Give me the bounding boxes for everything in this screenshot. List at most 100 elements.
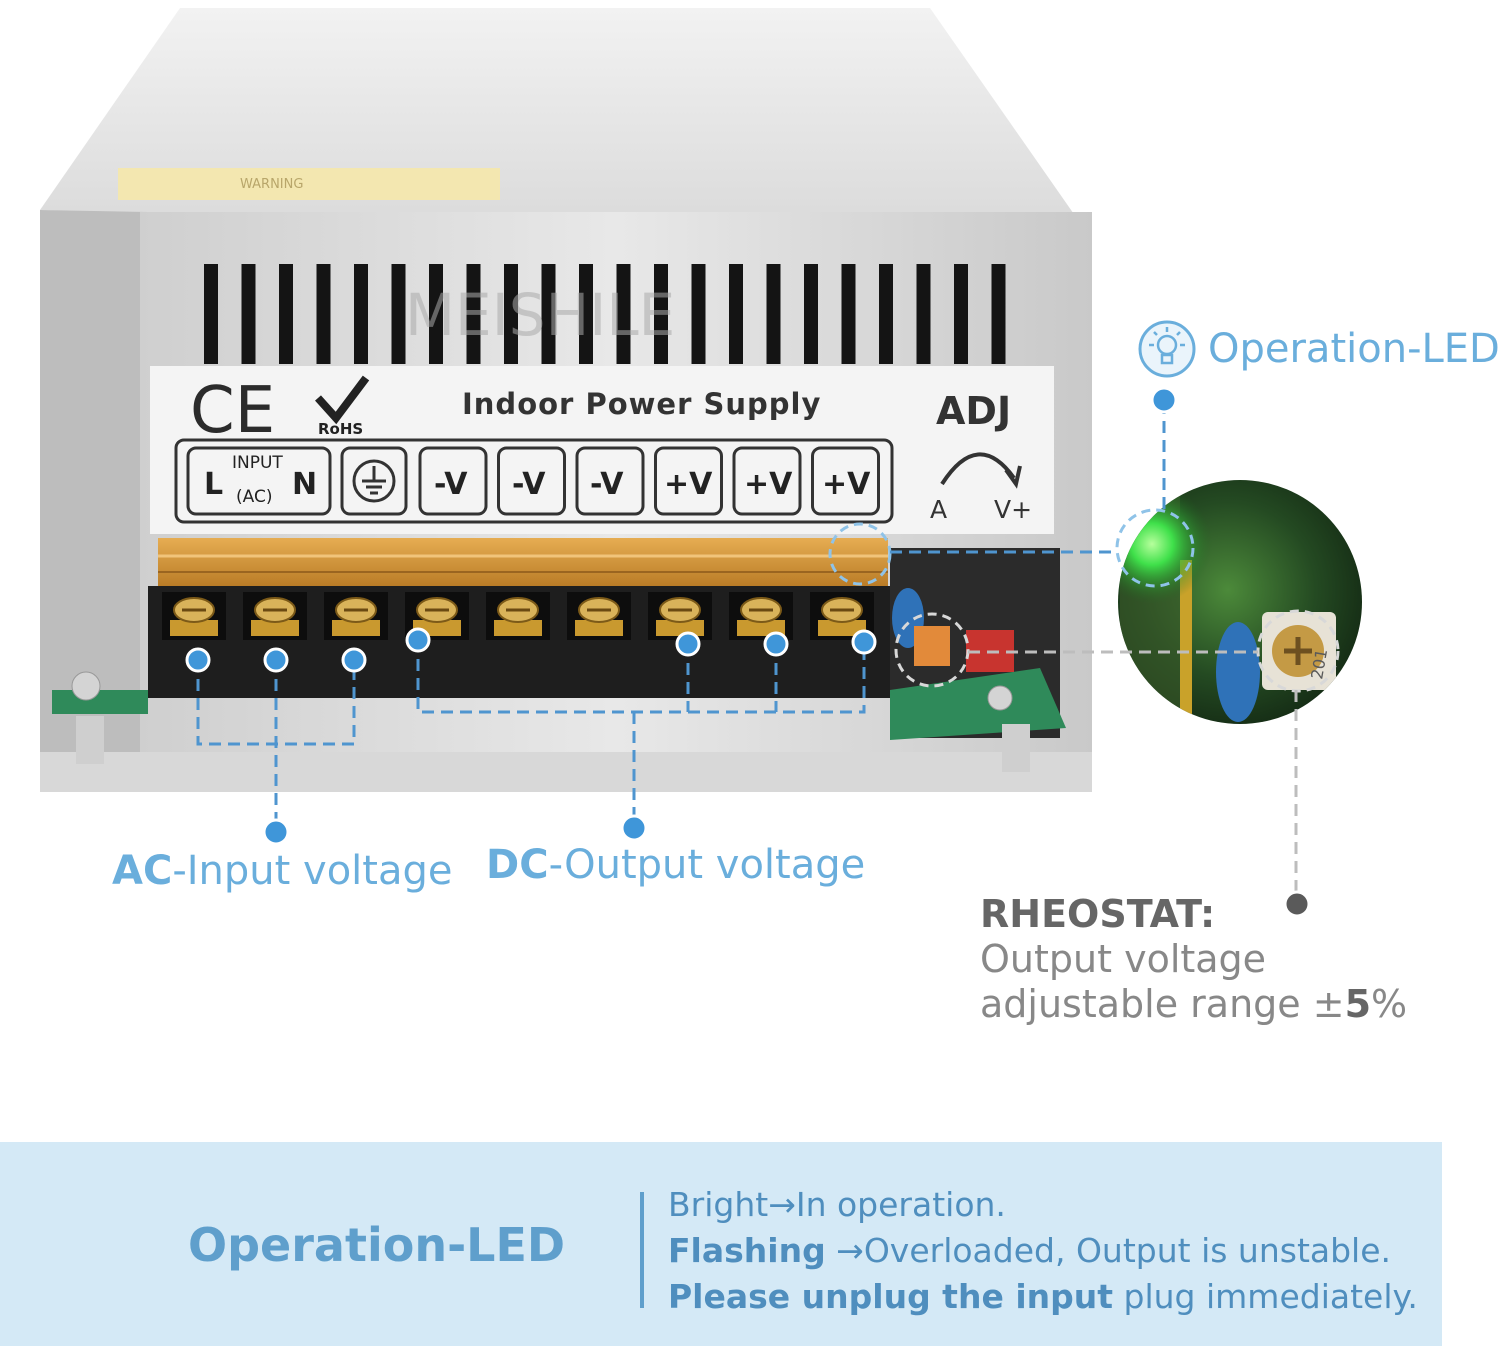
- rohs-mark: RoHS: [318, 420, 363, 438]
- standoff: [76, 716, 104, 764]
- terminal-label: +V: [822, 467, 871, 502]
- rheostat-title: RHEOSTAT: [980, 892, 1200, 936]
- terminal-label: -V: [512, 467, 546, 502]
- vent-slot: [316, 264, 331, 364]
- line3-bold: Please unplug the input: [668, 1277, 1114, 1316]
- input-ac-label: (AC): [236, 487, 272, 507]
- vent-slot: [991, 264, 1006, 364]
- ac-rest: -Input voltage: [172, 848, 453, 894]
- case-side: [40, 210, 148, 770]
- adj-arrowhead-icon: [1004, 465, 1022, 489]
- input-terminal-box: [186, 446, 332, 516]
- ac-bracket-line: [196, 660, 356, 830]
- banner-description: Bright→In operation. Flashing →Overloade…: [668, 1182, 1418, 1320]
- rheostat-source-ring: [894, 612, 970, 688]
- ac-terminal-dot: [263, 647, 289, 673]
- adj-left-label: A: [930, 495, 947, 524]
- rohs-check-icon: [315, 375, 370, 425]
- arrow-icon: →: [768, 1185, 796, 1224]
- vent-slot: [579, 264, 593, 364]
- ac-terminal-dot: [341, 647, 367, 673]
- screw-plate: [494, 620, 542, 636]
- banner-line-2: Flashing →Overloaded, Output is unstable…: [668, 1228, 1418, 1274]
- mount-screw: [987, 685, 1013, 711]
- case-top: [40, 8, 1092, 240]
- dc-bracket-line: [416, 640, 866, 826]
- vent-slot: [729, 264, 743, 364]
- terminal-label: -V: [590, 467, 624, 502]
- terminal-label: -V: [434, 467, 468, 502]
- ce-mark: CE: [190, 374, 275, 448]
- terminal-cover: [158, 538, 888, 588]
- vent-slot: [804, 264, 818, 364]
- watermark-text: MEISHILE: [405, 281, 675, 349]
- screw-plate: [251, 620, 299, 636]
- dc-bold: DC: [486, 842, 549, 888]
- vent-slot: [541, 264, 556, 364]
- pcb-green: [890, 668, 1066, 740]
- vent-slot: [841, 264, 856, 364]
- vent-slot: [241, 264, 256, 364]
- dc-terminal-dot: [405, 627, 431, 653]
- vent-slot: [879, 264, 893, 364]
- line1-b: In operation.: [795, 1185, 1006, 1224]
- warning-sticker-text: WARNING: [240, 177, 303, 192]
- screw-plate: [818, 620, 866, 636]
- vent-slot: [654, 264, 668, 364]
- terminal-label: +V: [744, 467, 793, 502]
- bulb-icon: [1138, 320, 1196, 378]
- vent-slot: [279, 264, 293, 364]
- rheostat-line2-b: 5: [1344, 982, 1372, 1026]
- mount-screw: [71, 671, 101, 701]
- label-title: Indoor Power Supply: [462, 387, 821, 421]
- output-terminal-boxes: [418, 446, 880, 516]
- banner-line-1: Bright→In operation.: [668, 1182, 1418, 1228]
- line3-b: plug immediately.: [1113, 1277, 1418, 1316]
- terminal-screws: [162, 592, 874, 640]
- banner-title: Operation-LED: [188, 1218, 566, 1272]
- ventilation-slots: [204, 264, 1006, 364]
- adj-arrow-icon: [940, 452, 1016, 486]
- line2-bold: Flashing: [668, 1231, 826, 1270]
- vent-slot: [954, 264, 968, 364]
- banner-divider: [640, 1192, 644, 1308]
- rheostat-colon: :: [1199, 892, 1216, 936]
- dc-terminal-dot: [675, 631, 701, 657]
- input-l-label: L: [204, 467, 223, 502]
- terminal-label: +V: [664, 467, 713, 502]
- vent-slot: [429, 264, 443, 364]
- ground-icon: [352, 459, 396, 503]
- terminal-marking-frame: [174, 438, 894, 524]
- rheostat-line2-c: %: [1371, 982, 1408, 1026]
- line1-a: Bright: [668, 1185, 769, 1224]
- ac-input-callout: AC-Input voltage: [112, 848, 453, 894]
- terminal-marking-box: [418, 446, 488, 516]
- terminal-marking-box: [654, 446, 723, 516]
- vent-slot: [354, 264, 368, 364]
- led-highlight-ring: [1115, 508, 1195, 588]
- ac-bold: AC: [112, 848, 173, 894]
- vent-slot: [916, 264, 931, 364]
- label-plate: [150, 366, 1054, 534]
- vent-slot: [691, 264, 706, 364]
- warning-sticker: [118, 168, 500, 200]
- rheostat-callout-dot: [1283, 890, 1311, 918]
- screw-plate: [575, 620, 623, 636]
- ground-terminal-box: [340, 446, 408, 516]
- input-n-label: N: [292, 467, 317, 502]
- dc-rest: -Output voltage: [548, 842, 866, 888]
- vent-slot: [504, 264, 518, 364]
- vent-slot: [616, 264, 631, 364]
- vent-slot: [466, 264, 481, 364]
- rheostat-line2-a: adjustable range ±: [980, 982, 1345, 1026]
- adj-right-label: V+: [994, 495, 1032, 524]
- adj-label: ADJ: [936, 389, 1011, 433]
- ac-callout-dot: [262, 818, 290, 846]
- input-label: INPUT: [232, 453, 283, 473]
- potentiometer: [914, 626, 950, 666]
- standoff: [1002, 724, 1030, 772]
- dc-output-callout: DC-Output voltage: [486, 842, 865, 888]
- led-callout-dot: [1150, 386, 1178, 414]
